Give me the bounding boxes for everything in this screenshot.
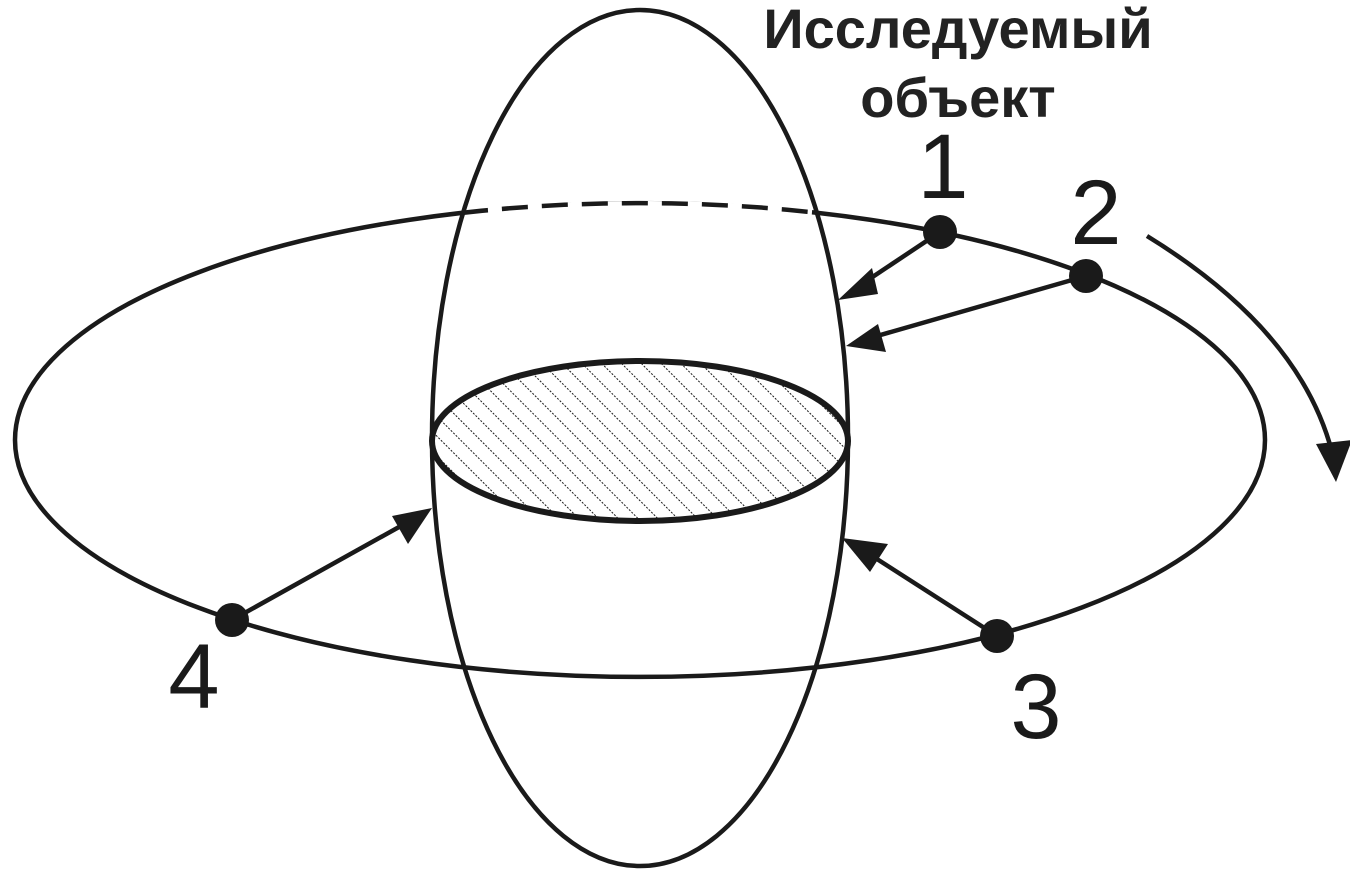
point-2-label: 2	[1070, 162, 1121, 264]
arrow-3-head	[842, 538, 888, 572]
cross-section-ellipse	[429, 358, 851, 524]
point-3-dot	[980, 619, 1014, 653]
rotation-direction-arrow	[1145, 234, 1335, 453]
arrow-1-head	[838, 268, 878, 300]
point-4-label: 4	[168, 626, 219, 728]
point-3-label: 3	[1010, 656, 1061, 758]
arrow-4	[230, 520, 410, 622]
arrow-2-head	[846, 324, 886, 352]
orbit-front-arc	[12, 439, 1268, 680]
point-4-dot	[215, 603, 249, 637]
point-1-dot	[923, 215, 957, 249]
point-1-label: 1	[917, 116, 968, 218]
object-title-line1: Исследуемый	[763, 0, 1152, 60]
arrow-2	[869, 273, 1087, 341]
arrow-4-head	[392, 508, 432, 544]
orbit-back-arc	[12, 200, 1268, 441]
point-2-dot	[1069, 259, 1103, 293]
rotation-direction-arrow-head	[1316, 440, 1350, 482]
object-title-line2: объект	[860, 66, 1055, 129]
arrow-3	[864, 550, 999, 638]
